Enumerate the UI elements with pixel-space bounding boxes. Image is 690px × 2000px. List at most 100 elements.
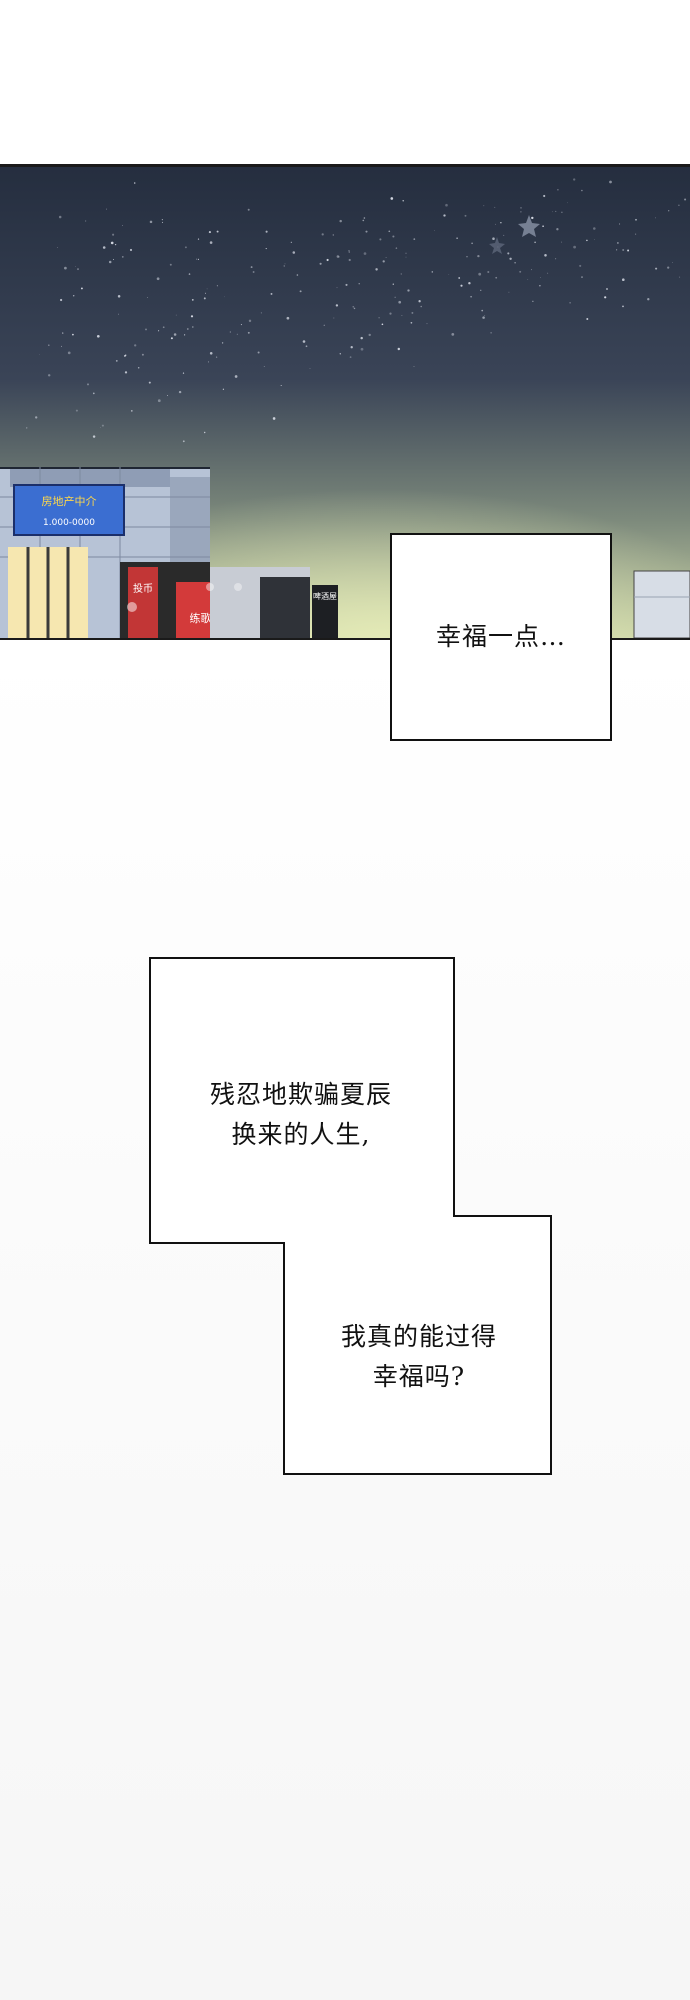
star (209, 241, 213, 244)
star (339, 219, 342, 223)
star (484, 315, 486, 317)
star (503, 234, 505, 236)
star (124, 371, 128, 374)
star (252, 271, 255, 273)
star (527, 279, 529, 280)
star (573, 178, 576, 181)
star (672, 262, 673, 264)
star (206, 288, 208, 290)
star (182, 372, 185, 374)
star (464, 214, 467, 217)
star (458, 277, 461, 279)
star (617, 242, 619, 244)
star (173, 333, 177, 336)
star (407, 289, 410, 292)
star (495, 223, 496, 225)
star (338, 256, 340, 258)
star (402, 200, 404, 202)
star (483, 205, 485, 207)
star (247, 331, 250, 334)
star (543, 194, 546, 198)
star (67, 351, 71, 355)
star (586, 318, 589, 320)
star (400, 273, 403, 275)
star (169, 263, 172, 266)
star (112, 259, 114, 260)
star (480, 289, 482, 291)
star (451, 333, 455, 336)
star (410, 321, 413, 324)
star (106, 208, 107, 210)
star (567, 202, 568, 204)
star (137, 367, 140, 369)
star (336, 287, 338, 289)
star (426, 323, 428, 325)
star (360, 336, 363, 340)
star (209, 352, 213, 355)
star (379, 238, 382, 241)
star (411, 311, 414, 314)
star (539, 285, 541, 287)
star (47, 374, 51, 377)
star (434, 230, 435, 231)
star (378, 317, 380, 319)
star (556, 228, 559, 231)
star (149, 220, 153, 224)
star (544, 254, 547, 257)
star (215, 356, 218, 358)
star (460, 284, 463, 287)
star (492, 237, 495, 240)
star (147, 297, 148, 298)
star (283, 265, 285, 267)
star (157, 399, 161, 403)
star (490, 332, 492, 334)
star (365, 230, 368, 233)
star (405, 256, 407, 258)
star (183, 334, 186, 336)
dialogue-line: 幸福一点… (435, 622, 566, 651)
star (532, 300, 534, 302)
star (622, 305, 624, 308)
star (197, 258, 199, 260)
star (272, 417, 276, 420)
star (495, 276, 498, 279)
star (156, 277, 160, 281)
dialogue-line: 换来的人生, (231, 1120, 371, 1149)
star (167, 395, 168, 396)
star (92, 392, 95, 395)
star (349, 356, 352, 358)
star-icon (489, 237, 505, 254)
star (129, 248, 133, 252)
star (112, 233, 115, 236)
star (622, 249, 625, 251)
star (123, 354, 126, 357)
star (443, 214, 446, 217)
star (161, 219, 163, 221)
star (557, 189, 559, 191)
star (296, 274, 299, 276)
star (622, 278, 625, 281)
star (115, 359, 118, 362)
star (162, 326, 165, 329)
star (477, 254, 480, 258)
star (579, 264, 582, 267)
star (118, 313, 119, 315)
star (77, 268, 79, 271)
star (178, 390, 182, 394)
star (141, 353, 144, 356)
star (593, 227, 596, 230)
star (48, 344, 50, 346)
star (321, 233, 324, 236)
star (482, 316, 485, 319)
star (208, 231, 211, 234)
star (413, 366, 415, 367)
star (362, 219, 365, 222)
star (332, 234, 334, 236)
star (348, 258, 351, 262)
star (397, 347, 401, 351)
star (280, 384, 282, 387)
star (348, 250, 350, 252)
star (514, 262, 516, 264)
star (323, 324, 325, 326)
